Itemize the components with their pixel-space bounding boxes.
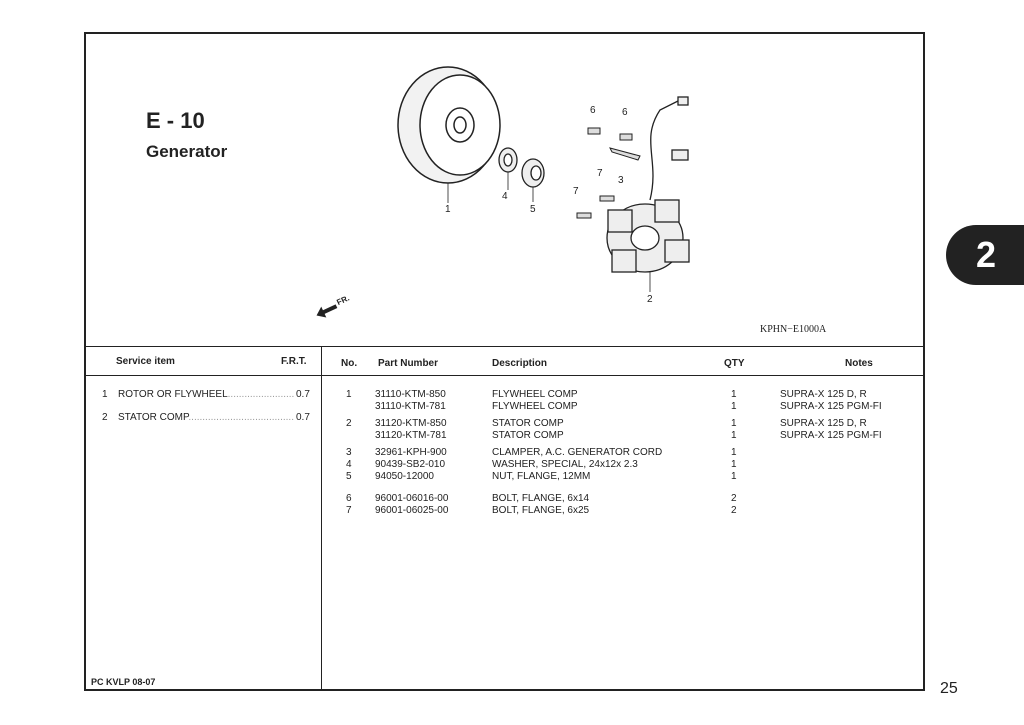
cell-part: 90439-SB2-010 <box>375 459 446 470</box>
service-name: ROTOR OR FLYWHEEL.......................… <box>118 389 294 400</box>
cell-part: 31120-KTM-781 <box>375 430 447 441</box>
cell-notes: SUPRA-X 125 D, R <box>780 418 867 429</box>
cell-part: 31110-KTM-850 <box>375 389 446 400</box>
bolt-drawings <box>576 127 641 219</box>
callout-2: 2 <box>647 294 653 305</box>
callout-7a: 7 <box>597 168 603 179</box>
cell-qty: 1 <box>731 418 737 429</box>
cell-part: 94050-12000 <box>375 471 434 482</box>
cell-qty: 1 <box>731 471 737 482</box>
no-header: No. <box>341 358 358 369</box>
page-number: 25 <box>940 680 958 697</box>
diagram-ref-code: KPHN−E1000A <box>760 324 827 335</box>
table-header-line <box>84 375 925 376</box>
cell-desc: CLAMPER, A.C. GENERATOR CORD <box>492 447 663 458</box>
cell-no: 2 <box>346 418 352 429</box>
cell-qty: 2 <box>731 505 737 516</box>
chapter-tab: 2 <box>946 225 1024 285</box>
cell-desc: BOLT, FLANGE, 6x14 <box>492 493 590 504</box>
cell-notes: SUPRA-X 125 PGM-FI <box>780 430 882 441</box>
cell-no: 7 <box>346 505 352 516</box>
frt-header: F.R.T. <box>281 356 307 367</box>
cell-part: 96001-06016-00 <box>375 493 449 504</box>
washer-drawing <box>498 147 518 173</box>
callout-6a: 6 <box>590 105 596 116</box>
service-no: 2 <box>102 412 108 423</box>
service-frt: 0.7 <box>296 412 310 423</box>
callout-6b: 6 <box>622 107 628 118</box>
exploded-diagram: 1 4 5 2 3 6 6 7 7 FR. <box>316 66 690 318</box>
cell-no: 4 <box>346 459 352 470</box>
stator-drawing <box>606 96 690 273</box>
table-divider <box>321 346 322 691</box>
notes-header: Notes <box>845 358 873 369</box>
cell-part: 32961-KPH-900 <box>375 447 447 458</box>
cell-qty: 1 <box>731 401 737 412</box>
cell-no: 3 <box>346 447 352 458</box>
qty-header: QTY <box>724 358 745 369</box>
cell-desc: NUT, FLANGE, 12MM <box>492 471 591 482</box>
callout-4: 4 <box>502 191 508 202</box>
service-name: STATOR COMP.............................… <box>118 412 294 423</box>
description-header: Description <box>492 358 548 369</box>
section-code: E - 10 <box>146 108 205 133</box>
cell-qty: 1 <box>731 430 737 441</box>
service-item-header: Service item <box>116 356 175 367</box>
cell-part: 31120-KTM-850 <box>375 418 447 429</box>
cell-notes: SUPRA-X 125 D, R <box>780 389 867 400</box>
cell-qty: 2 <box>731 493 737 504</box>
cell-desc: WASHER, SPECIAL, 24x12x 2.3 <box>492 459 638 470</box>
nut-drawing <box>521 158 545 188</box>
cell-part: 31110-KTM-781 <box>375 401 446 412</box>
callout-7b: 7 <box>573 186 579 197</box>
cell-notes: SUPRA-X 125 PGM-FI <box>780 401 882 412</box>
cell-desc: STATOR COMP <box>492 418 564 429</box>
front-arrow-icon: FR. <box>316 294 351 318</box>
part-number-header: Part Number <box>378 358 439 369</box>
cell-desc: BOLT, FLANGE, 6x25 <box>492 505 590 516</box>
callout-3: 3 <box>618 175 624 186</box>
cell-desc: FLYWHEEL COMP <box>492 389 578 400</box>
cell-no: 6 <box>346 493 352 504</box>
flywheel-drawing <box>397 66 501 184</box>
service-frt: 0.7 <box>296 389 310 400</box>
table-top-line <box>84 346 925 347</box>
page-frame <box>84 32 925 691</box>
callout-1: 1 <box>445 204 451 215</box>
cell-qty: 1 <box>731 389 737 400</box>
svg-text:FR.: FR. <box>335 294 350 308</box>
cell-no: 5 <box>346 471 352 482</box>
catalog-code: PC KVLP 08-07 <box>91 677 156 687</box>
cell-qty: 1 <box>731 459 737 470</box>
service-no: 1 <box>102 389 108 400</box>
cell-desc: STATOR COMP <box>492 430 564 441</box>
section-title: Generator <box>146 142 228 161</box>
cell-part: 96001-06025-00 <box>375 505 449 516</box>
cell-desc: FLYWHEEL COMP <box>492 401 578 412</box>
cell-qty: 1 <box>731 447 737 458</box>
cell-no: 1 <box>346 389 352 400</box>
callout-5: 5 <box>530 204 536 215</box>
